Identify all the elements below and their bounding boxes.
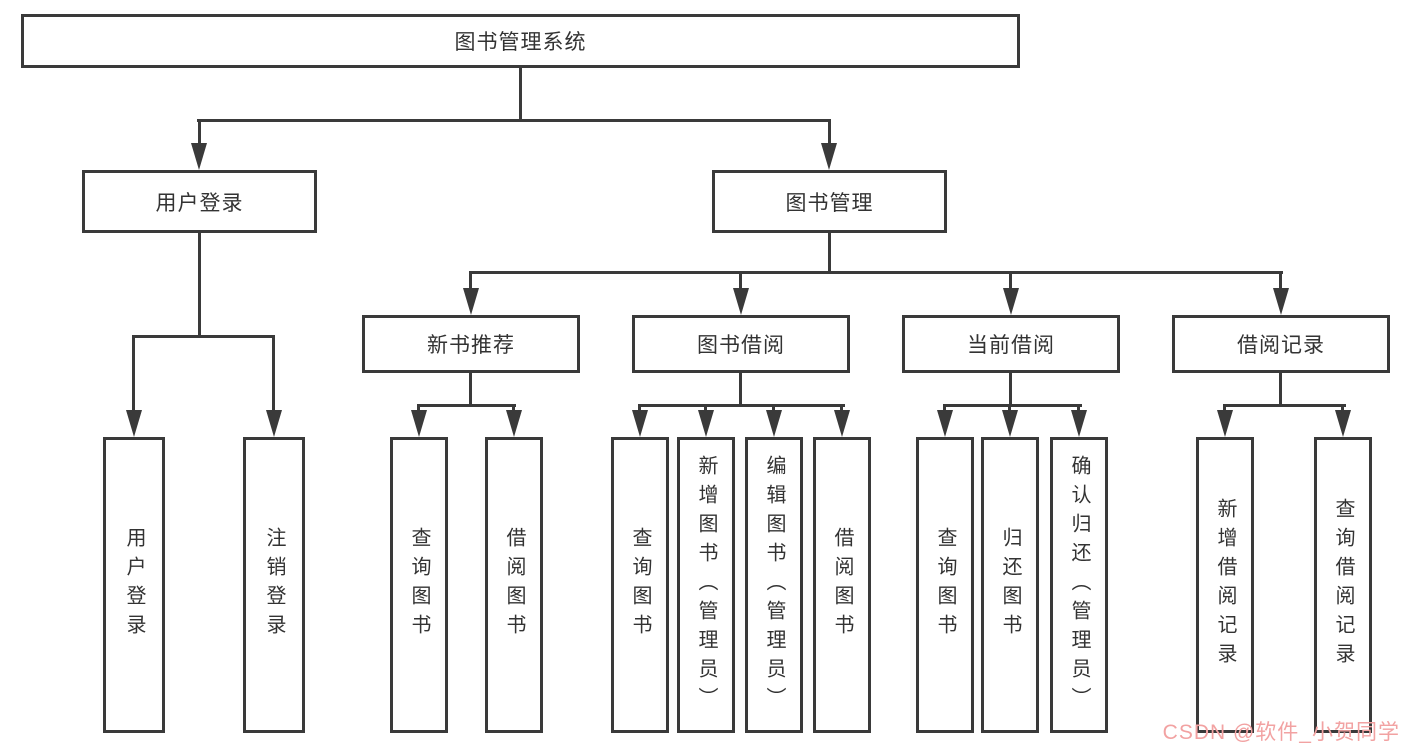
connector-stem [469,373,472,406]
node-current-borrow: 当前借阅 [902,315,1120,373]
arrow-down-icon [766,410,782,437]
connector-stem [1008,404,1011,414]
leaf-label: 新增借阅记录 [1214,498,1236,672]
leaf-records-query-record: 查询借阅记录 [1314,437,1372,733]
node-borrow-records: 借阅记录 [1172,315,1390,373]
leaf-current-query-books: 查询图书 [916,437,974,733]
node-label: 当前借阅 [967,334,1055,357]
arrow-down-icon [1003,288,1019,315]
leaf-logout: 注销登录 [243,437,305,733]
arrow-down-icon [1217,410,1233,437]
arrow-down-icon [937,410,953,437]
arrow-down-icon [411,410,427,437]
arrow-down-icon [1273,288,1289,315]
connector-stem [739,271,742,293]
connector-stem [943,404,946,414]
leaf-label: 查询图书 [934,527,956,643]
connector-rail [1223,404,1346,407]
leaf-user-login: 用户登录 [103,437,165,733]
connector-stem [1279,373,1282,406]
arrow-down-icon [191,143,207,170]
node-book-borrow: 图书借阅 [632,315,850,373]
node-user-login: 用户登录 [82,170,317,233]
connector-stem [739,373,742,406]
node-label: 图书借阅 [697,334,785,357]
connector-stem [198,233,201,337]
arrow-down-icon [463,288,479,315]
connector-stem [1009,271,1012,293]
leaf-borrow-add-books-admin: 新增图书（管理员） [677,437,735,733]
arrow-down-icon [1071,410,1087,437]
leaf-borrow-borrow-books: 借阅图书 [813,437,871,733]
connector-stem [772,404,775,414]
csdn-watermark: CSDN @软件_小贺同学 [1162,721,1400,744]
leaf-records-add-record: 新增借阅记录 [1196,437,1254,733]
leaf-label: 确认归还（管理员） [1068,454,1090,716]
connector-stem [1341,404,1344,414]
node-label: 借阅记录 [1237,334,1325,357]
node-label: 用户登录 [155,191,244,215]
node-new-book-recommend: 新书推荐 [362,315,580,373]
connector-rail [132,335,275,338]
leaf-label: 借阅图书 [503,527,525,643]
leaf-label: 查询图书 [408,527,430,643]
connector-stem [840,404,843,414]
leaf-current-return-books: 归还图书 [981,437,1039,733]
arrow-down-icon [506,410,522,437]
connector-stem [272,335,275,413]
arrow-down-icon [834,410,850,437]
connector-stem [704,404,707,414]
node-label: 图书管理系统 [454,31,587,54]
arrow-down-icon [266,410,282,437]
leaf-label: 归还图书 [999,527,1021,643]
leaf-recommend-borrow-books: 借阅图书 [485,437,543,733]
leaf-label: 新增图书（管理员） [695,454,717,716]
connector-stem [1077,404,1080,414]
connector-rail [469,271,1283,274]
leaf-borrow-query-books: 查询图书 [611,437,669,733]
connector-root-stem [519,66,522,121]
connector-stem [132,335,135,413]
arrow-down-icon [1002,410,1018,437]
connector-rail [943,404,1082,407]
leaf-label: 用户登录 [123,527,145,643]
leaf-label: 借阅图书 [831,527,853,643]
node-label: 新书推荐 [427,334,515,357]
leaf-label: 注销登录 [263,527,285,643]
connector-stem [512,404,515,414]
connector-stem [198,119,201,147]
connector-stem [828,119,831,147]
arrow-down-icon [1335,410,1351,437]
connector-stem [828,233,831,274]
arrow-down-icon [821,143,837,170]
arrow-down-icon [733,288,749,315]
connector-stem [1279,271,1282,293]
connector-stem [638,404,641,414]
connector-stem [1223,404,1226,414]
connector-rail [417,404,516,407]
connector-rail [638,404,845,407]
leaf-borrow-edit-books-admin: 编辑图书（管理员） [745,437,803,733]
leaf-recommend-query-books: 查询图书 [390,437,448,733]
connector-stem [417,404,420,414]
leaf-label: 查询借阅记录 [1332,498,1354,672]
arrow-down-icon [126,410,142,437]
node-root-book-management-system: 图书管理系统 [21,14,1020,68]
leaf-label: 查询图书 [629,527,651,643]
leaf-label: 编辑图书（管理员） [763,454,785,716]
node-label: 图书管理 [785,191,874,215]
arrow-down-icon [698,410,714,437]
connector-root-rail [197,119,831,122]
arrow-down-icon [632,410,648,437]
connector-stem [1009,373,1012,406]
node-book-management: 图书管理 [712,170,947,233]
leaf-current-confirm-return-admin: 确认归还（管理员） [1050,437,1108,733]
connector-stem [469,271,472,293]
